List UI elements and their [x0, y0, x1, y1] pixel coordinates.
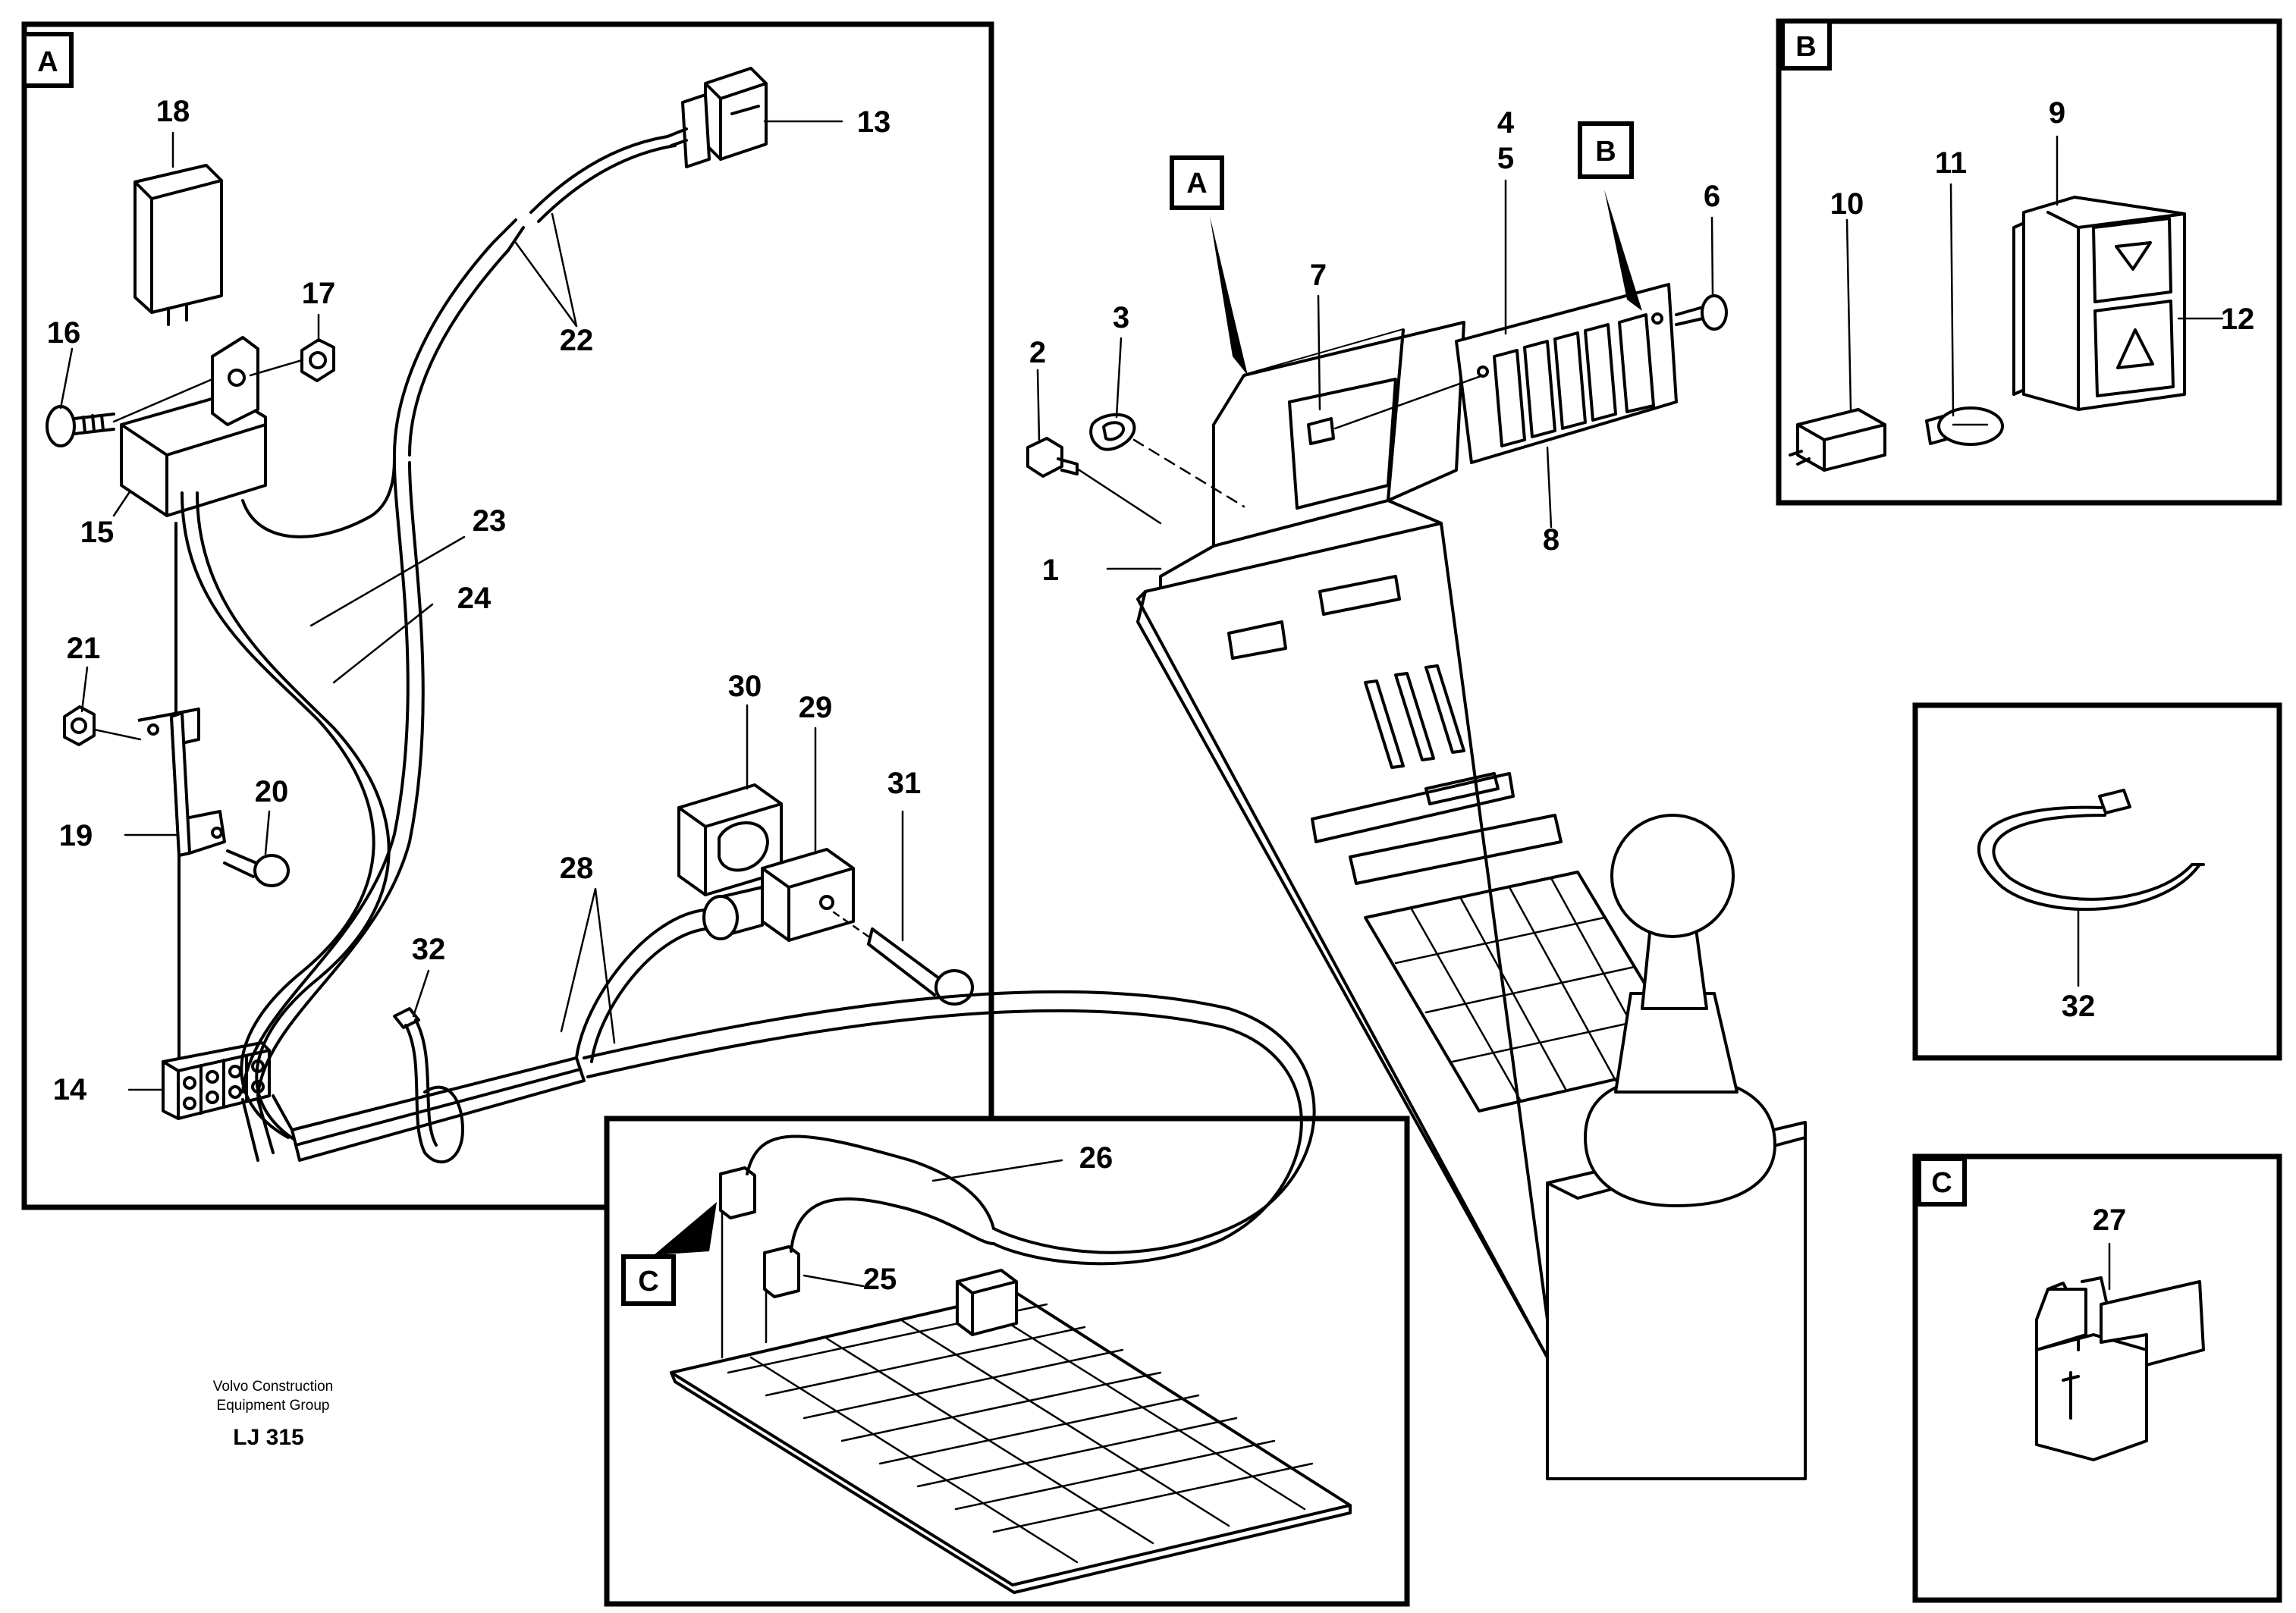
label-2: 2: [1029, 336, 1046, 369]
bulb-holder-10: [1789, 408, 1886, 472]
callout-b-letter: B: [1595, 136, 1616, 168]
label-30: 30: [728, 670, 762, 703]
bolt-31: [829, 908, 974, 1006]
panel-c-tag: C: [1917, 1156, 1967, 1207]
cable-tie-32: [1977, 789, 2205, 912]
panel-a-frame: [21, 21, 994, 1210]
panel-b-tag: B: [1780, 19, 1832, 71]
callout-a-tag: A: [1170, 155, 1224, 210]
resistor-19: [137, 522, 226, 1063]
label-21: 21: [67, 632, 101, 665]
label-14: 14: [53, 1073, 87, 1106]
cable-tie-32-a: [393, 1007, 464, 1164]
panel-b-letter: B: [1795, 31, 1816, 63]
control-console: [1026, 190, 1807, 1480]
label-27: 27: [2093, 1203, 2127, 1237]
company-line-1: Volvo Construction: [213, 1379, 333, 1395]
label-23: 23: [473, 504, 507, 538]
label-18: 18: [156, 95, 190, 128]
screw-20: [223, 849, 290, 887]
circuit-board: [654, 1134, 1352, 1594]
label-3: 3: [1113, 301, 1129, 334]
panel-c-frame: [1912, 1153, 2282, 1603]
nut-21: [63, 705, 142, 746]
label-32-b: 32: [2062, 990, 2096, 1023]
label-24: 24: [457, 582, 492, 615]
company-line-2: Equipment Group: [217, 1398, 330, 1414]
panel-a-tag: A: [22, 32, 74, 88]
bulb-11: [1925, 406, 2004, 446]
relay-18: [133, 164, 223, 326]
label-20: 20: [255, 775, 289, 808]
connector-13: [666, 67, 768, 168]
panel-b-frame: [1776, 18, 2282, 506]
label-15: 15: [80, 516, 115, 549]
panel-c-letter: C: [1931, 1167, 1952, 1199]
label-29: 29: [799, 691, 833, 724]
callout-c-tag: C: [621, 1254, 676, 1306]
connector-27: [2035, 1276, 2205, 1461]
label-19: 19: [59, 819, 93, 852]
rocker-switch-9: [2012, 196, 2186, 411]
screw-16: [46, 378, 214, 447]
drawing-code: LJ 315: [233, 1425, 303, 1450]
panel-a-letter: A: [37, 46, 58, 78]
label-5: 5: [1497, 142, 1514, 175]
leader-lines: [59, 120, 2224, 1291]
bracket-15: [120, 336, 267, 517]
label-13: 13: [857, 105, 891, 139]
label-1: 1: [1042, 554, 1059, 587]
label-17: 17: [302, 277, 336, 310]
label-7: 7: [1310, 259, 1327, 292]
callout-c-letter: C: [638, 1266, 658, 1298]
nut-17: [249, 338, 335, 382]
label-28: 28: [560, 852, 594, 885]
label-12: 12: [2221, 303, 2255, 336]
label-16: 16: [47, 316, 81, 350]
label-11: 11: [1935, 146, 1967, 180]
label-26: 26: [1079, 1141, 1113, 1175]
label-32-a: 32: [412, 933, 446, 966]
label-31: 31: [887, 767, 922, 800]
label-10: 10: [1830, 187, 1864, 221]
label-25: 25: [863, 1263, 897, 1296]
label-9: 9: [2049, 96, 2065, 130]
label-6: 6: [1704, 180, 1720, 213]
panel-32-frame: [1912, 702, 2282, 1061]
cable-to-board: [583, 990, 1316, 1266]
wire-harness: [181, 135, 677, 1162]
label-8: 8: [1543, 523, 1559, 557]
label-4: 4: [1497, 106, 1515, 140]
sensor-29: [575, 848, 855, 1063]
label-22: 22: [560, 324, 594, 357]
callout-a-letter: A: [1186, 168, 1207, 199]
callout-b-tag: B: [1578, 121, 1634, 179]
